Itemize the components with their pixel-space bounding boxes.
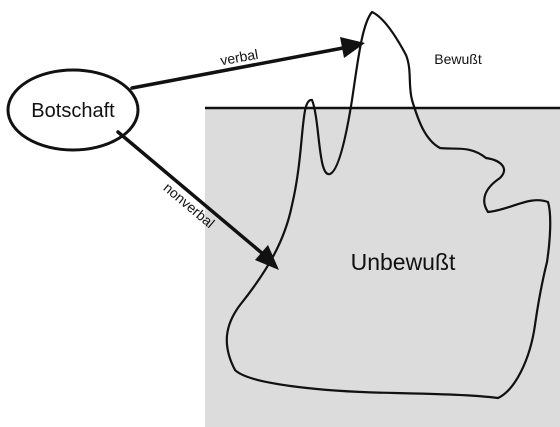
- verbal-arrow-line: [130, 46, 345, 90]
- verbal-arrowhead: [340, 37, 365, 58]
- message-ellipse: [6, 68, 140, 152]
- verbal-label: verbal: [219, 46, 259, 68]
- message-label: Botschaft: [31, 100, 115, 122]
- iceberg-outline: [225, 10, 552, 400]
- nonverbal-arrow-line: [116, 130, 265, 256]
- conscious-label: Bewußt: [434, 51, 482, 67]
- unconscious-label: Unbewußt: [351, 249, 456, 275]
- nonverbal-arrowhead: [255, 245, 279, 270]
- unconscious-area: [205, 108, 560, 427]
